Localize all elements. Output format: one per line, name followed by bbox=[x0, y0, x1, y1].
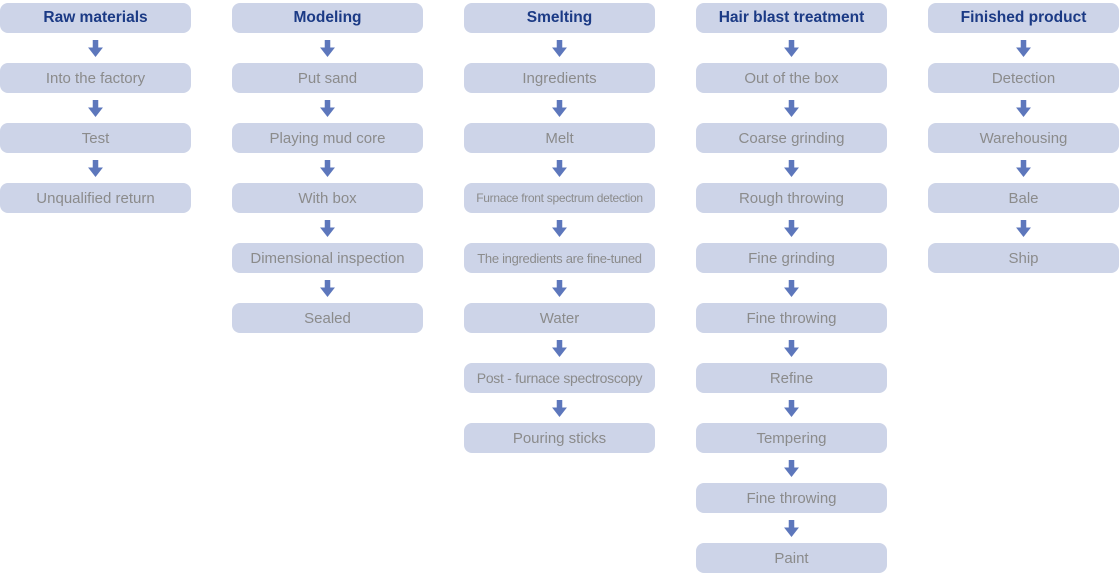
stage-header-box: Raw materials bbox=[0, 3, 191, 33]
down-arrow-icon bbox=[0, 33, 191, 63]
step-label: Refine bbox=[769, 369, 814, 387]
step-label: Paint bbox=[774, 549, 809, 567]
step-box: Fine throwing bbox=[696, 483, 887, 513]
down-arrow-icon bbox=[696, 453, 887, 483]
step-box: Dimensional inspection bbox=[232, 243, 423, 273]
down-arrow-icon bbox=[232, 273, 423, 303]
step-box: Paint bbox=[696, 543, 887, 573]
stage-title: Modeling bbox=[293, 9, 362, 27]
step-label: Put sand bbox=[297, 69, 358, 87]
down-arrow-icon bbox=[464, 93, 655, 123]
step-box: Bale bbox=[928, 183, 1119, 213]
down-arrow-icon bbox=[928, 93, 1119, 123]
step-box: Furnace front spectrum detection bbox=[464, 183, 655, 213]
stage-header-box: Smelting bbox=[464, 3, 655, 33]
down-arrow-icon bbox=[696, 333, 887, 363]
down-arrow-icon bbox=[696, 33, 887, 63]
step-label: Post - furnace spectroscopy bbox=[476, 370, 643, 386]
step-label: Ship bbox=[1008, 249, 1039, 267]
step-box: Refine bbox=[696, 363, 887, 393]
down-arrow-icon bbox=[696, 513, 887, 543]
down-arrow-icon bbox=[232, 153, 423, 183]
step-label: Tempering bbox=[756, 429, 827, 447]
step-box: Put sand bbox=[232, 63, 423, 93]
step-label: Ingredients bbox=[522, 69, 597, 87]
down-arrow-icon bbox=[464, 153, 655, 183]
down-arrow-icon bbox=[232, 213, 423, 243]
step-box: Ship bbox=[928, 243, 1119, 273]
step-label: Dimensional inspection bbox=[250, 249, 405, 267]
step-label: Unqualified return bbox=[36, 189, 155, 207]
step-label: Detection bbox=[991, 69, 1056, 87]
stage-title: Smelting bbox=[526, 9, 593, 27]
step-box: Into the factory bbox=[0, 63, 191, 93]
stage-header-box: Modeling bbox=[232, 3, 423, 33]
down-arrow-icon bbox=[232, 33, 423, 63]
step-box: Ingredients bbox=[464, 63, 655, 93]
stage-title: Hair blast treatment bbox=[718, 9, 865, 27]
down-arrow-icon bbox=[696, 393, 887, 423]
step-label: Fine throwing bbox=[746, 309, 837, 327]
step-box: Coarse grinding bbox=[696, 123, 887, 153]
down-arrow-icon bbox=[464, 333, 655, 363]
down-arrow-icon bbox=[696, 213, 887, 243]
down-arrow-icon bbox=[464, 273, 655, 303]
down-arrow-icon bbox=[232, 93, 423, 123]
step-box: Fine throwing bbox=[696, 303, 887, 333]
step-box: Post - furnace spectroscopy bbox=[464, 363, 655, 393]
step-label: Fine grinding bbox=[748, 249, 835, 267]
down-arrow-icon bbox=[464, 33, 655, 63]
step-label: Melt bbox=[545, 129, 574, 147]
down-arrow-icon bbox=[928, 213, 1119, 243]
down-arrow-icon bbox=[928, 153, 1119, 183]
step-label: Water bbox=[539, 309, 580, 327]
step-box: Water bbox=[464, 303, 655, 333]
down-arrow-icon bbox=[0, 153, 191, 183]
step-label: With box bbox=[298, 189, 357, 207]
step-box: Melt bbox=[464, 123, 655, 153]
step-box: Out of the box bbox=[696, 63, 887, 93]
stage-title: Finished product bbox=[960, 9, 1087, 27]
step-label: Furnace front spectrum detection bbox=[476, 191, 643, 205]
step-box: Unqualified return bbox=[0, 183, 191, 213]
down-arrow-icon bbox=[696, 273, 887, 303]
step-label: The ingredients are fine-tuned bbox=[477, 250, 642, 266]
down-arrow-icon bbox=[696, 93, 887, 123]
step-box: Fine grinding bbox=[696, 243, 887, 273]
step-box: Warehousing bbox=[928, 123, 1119, 153]
down-arrow-icon bbox=[928, 33, 1119, 63]
step-label: Into the factory bbox=[45, 69, 146, 87]
step-box: With box bbox=[232, 183, 423, 213]
step-box: Tempering bbox=[696, 423, 887, 453]
step-box: Playing mud core bbox=[232, 123, 423, 153]
step-label: Out of the box bbox=[744, 69, 839, 87]
stage-header-box: Finished product bbox=[928, 3, 1119, 33]
step-label: Rough throwing bbox=[738, 189, 845, 207]
down-arrow-icon bbox=[696, 153, 887, 183]
step-label: Pouring sticks bbox=[512, 429, 607, 447]
step-box: Sealed bbox=[232, 303, 423, 333]
step-label: Playing mud core bbox=[269, 129, 386, 147]
step-box: Pouring sticks bbox=[464, 423, 655, 453]
down-arrow-icon bbox=[464, 213, 655, 243]
step-label: Coarse grinding bbox=[738, 129, 845, 147]
down-arrow-icon bbox=[464, 393, 655, 423]
step-label: Sealed bbox=[304, 309, 351, 327]
step-label: Warehousing bbox=[979, 129, 1068, 147]
step-box: The ingredients are fine-tuned bbox=[464, 243, 655, 273]
stage-header-box: Hair blast treatment bbox=[696, 3, 887, 33]
step-label: Bale bbox=[1008, 189, 1039, 207]
step-box: Rough throwing bbox=[696, 183, 887, 213]
step-label: Test bbox=[81, 129, 110, 147]
stage-title: Raw materials bbox=[43, 9, 148, 27]
step-label: Fine throwing bbox=[746, 489, 837, 507]
step-box: Test bbox=[0, 123, 191, 153]
down-arrow-icon bbox=[0, 93, 191, 123]
step-box: Detection bbox=[928, 63, 1119, 93]
